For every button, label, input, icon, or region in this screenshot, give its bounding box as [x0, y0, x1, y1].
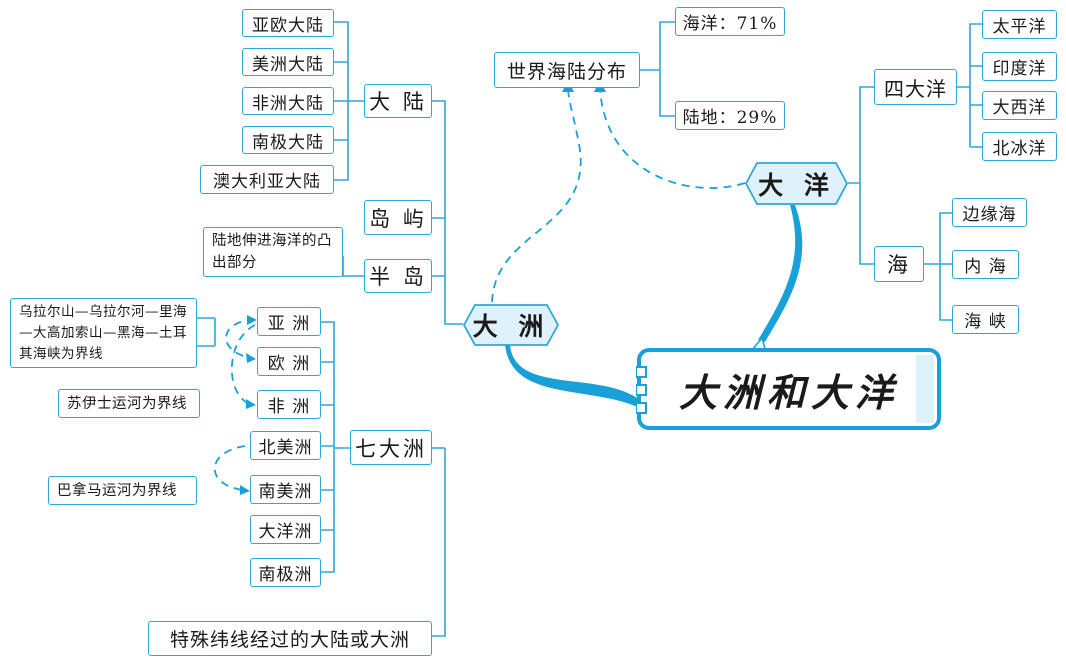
node-dazhou: 大 洲	[463, 304, 559, 346]
center-topic: 大洲和大洋	[636, 347, 942, 431]
ocean-pacific: 太平洋	[982, 10, 1057, 39]
continent-oceania: 大洋洲	[250, 515, 321, 544]
note-asia-europe-boundary: 乌拉尔山—乌拉尔河—里海—大高加索山—黑海—土耳其海峡为界线	[10, 298, 197, 368]
hexagon-shape	[463, 304, 559, 346]
ocean-percent: 海洋：71%	[675, 7, 785, 36]
node-bandao: 半 岛	[364, 259, 432, 293]
continent-eurasia: 亚欧大陆	[242, 9, 334, 37]
node-daoyu: 岛 屿	[364, 200, 432, 235]
node-dayang: 大 洋	[745, 162, 848, 205]
continent-africa: 非洲大陆	[242, 87, 334, 115]
dayang-label: 大 洋	[758, 170, 835, 200]
dazhou-label: 大 洲	[472, 312, 550, 341]
note-suez-canal: 苏伊士运河为界线	[58, 389, 200, 418]
node-special-latitude: 特殊纬线经过的大陆或大洲	[148, 621, 432, 656]
node-qidazhou: 七大洲	[350, 430, 432, 465]
note-panama-canal: 巴拿马运河为界线	[48, 476, 197, 505]
node-sidayang: 四大洋	[874, 69, 957, 105]
continent-australia: 澳大利亚大陆	[200, 165, 334, 194]
continent-america: 美洲大陆	[242, 48, 334, 76]
continent-europe: 欧 洲	[257, 347, 321, 376]
node-dalu: 大 陆	[364, 84, 432, 118]
continent-antarctica-zhou: 南极洲	[250, 558, 321, 587]
continent-africa-zhou: 非 洲	[257, 390, 321, 419]
center-title: 大洲和大洋	[678, 370, 899, 415]
node-hai: 海	[874, 246, 924, 282]
land-percent: 陆地：29%	[675, 101, 785, 130]
continent-antarctica: 南极大陆	[242, 126, 334, 154]
sea-marginal: 边缘海	[952, 198, 1027, 227]
continent-north-america: 北美洲	[250, 431, 321, 460]
center-frame	[636, 348, 941, 430]
ocean-atlantic: 大西洋	[982, 91, 1057, 120]
continent-asia: 亚 洲	[257, 307, 321, 336]
ocean-indian: 印度洋	[982, 52, 1057, 81]
continent-south-america: 南美洲	[250, 475, 321, 504]
ocean-arctic: 北冰洋	[982, 132, 1057, 161]
note-peninsula: 陆地伸进海洋的凸出部分	[203, 227, 343, 277]
sea-strait: 海 峡	[952, 305, 1019, 334]
hexagon-shape	[745, 162, 848, 205]
sea-inland: 内 海	[952, 250, 1019, 279]
node-distribution: 世界海陆分布	[494, 52, 640, 88]
